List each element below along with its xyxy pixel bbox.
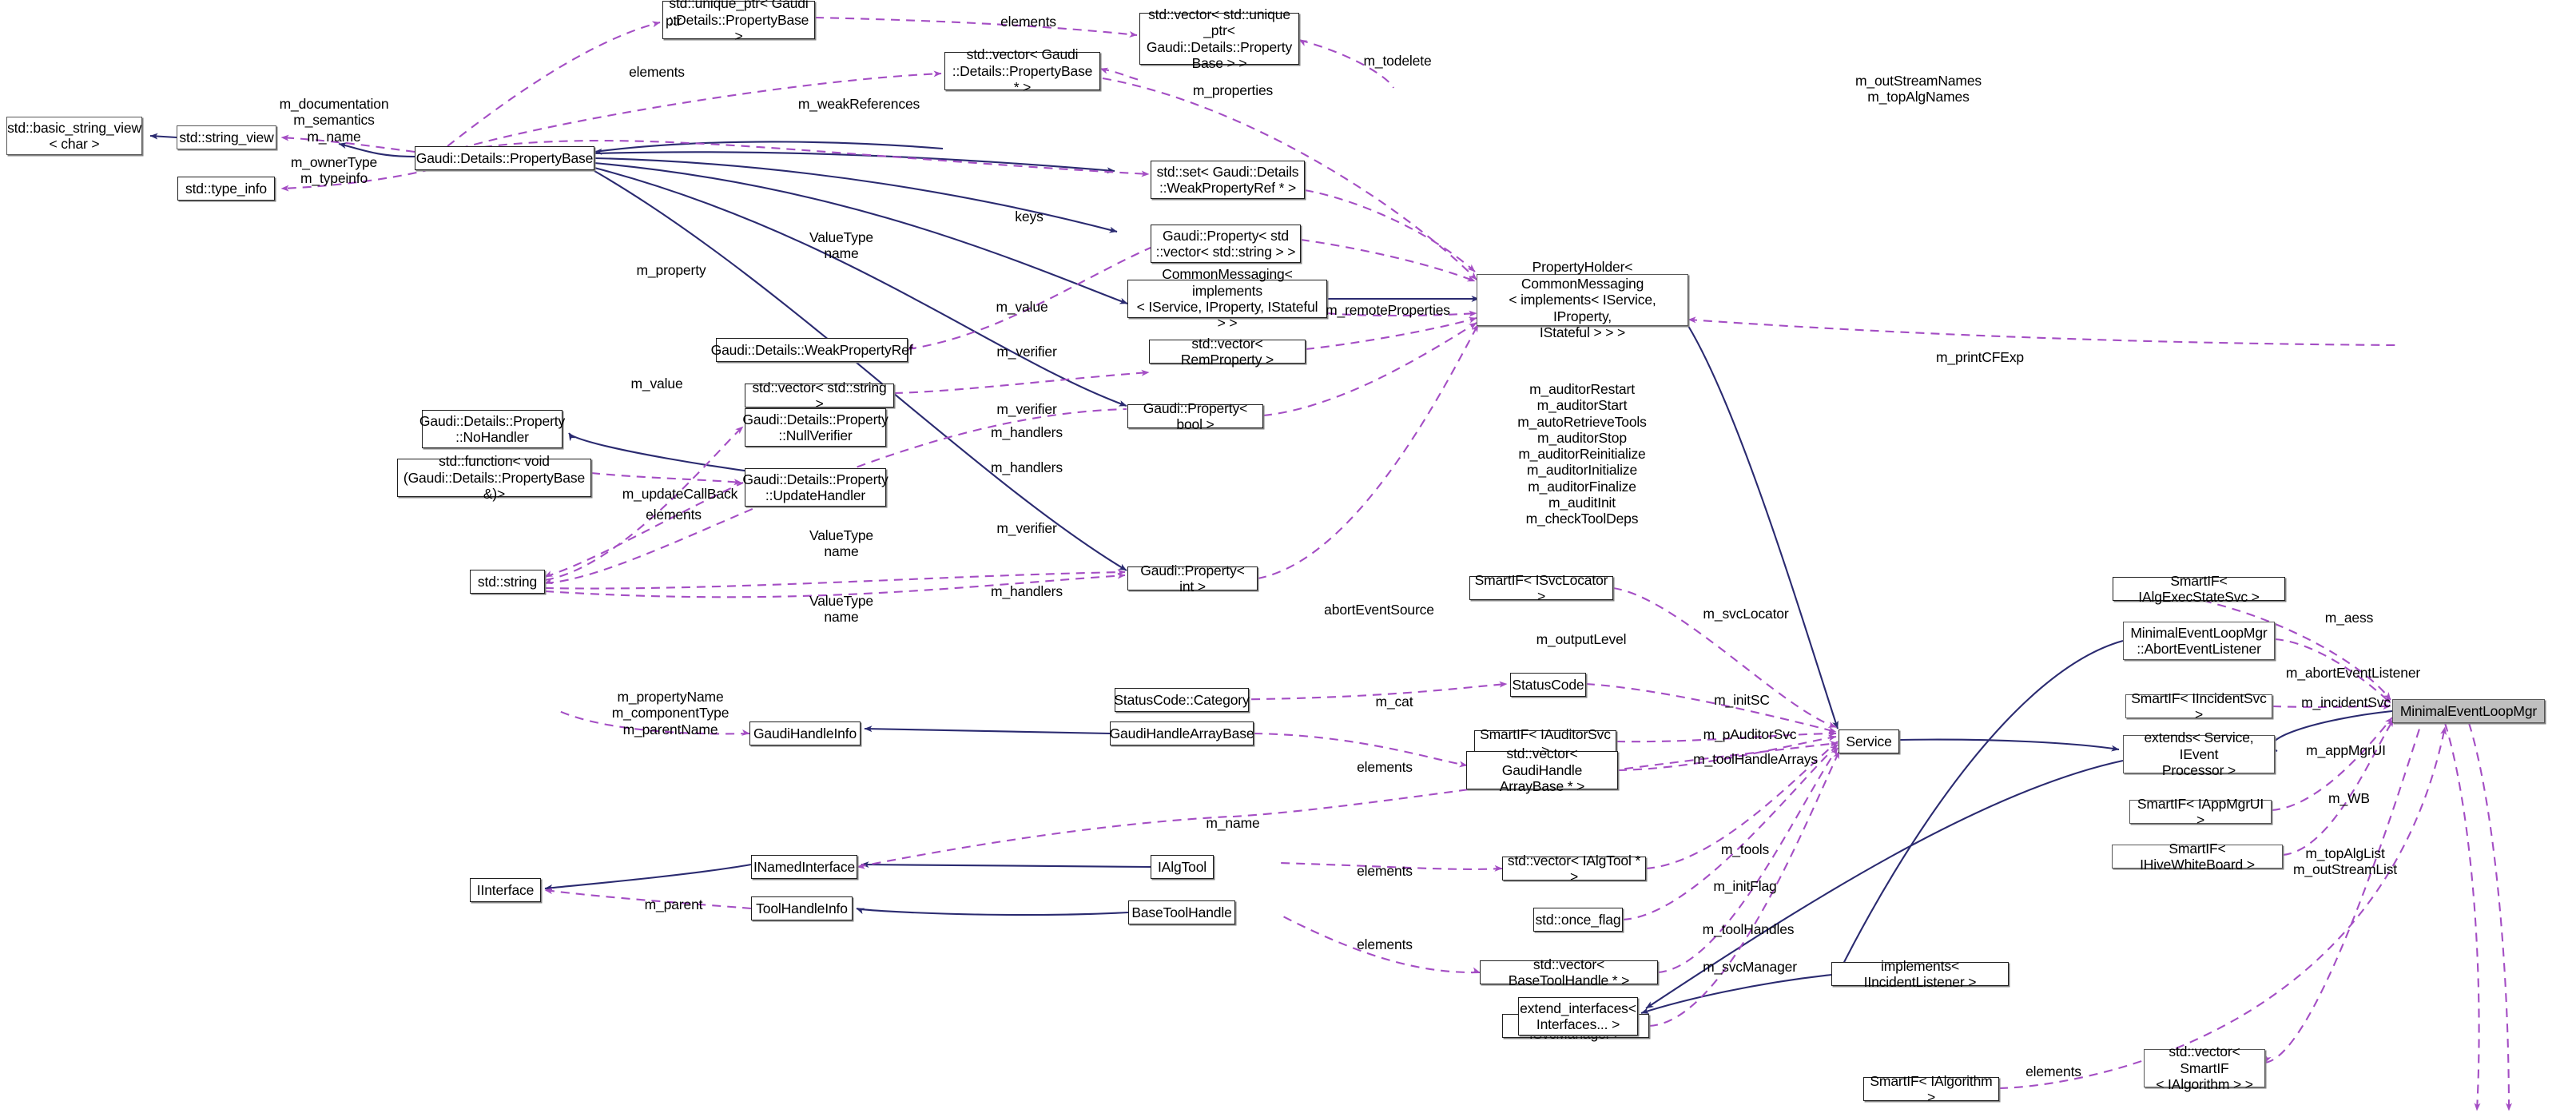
edge-label-l_abortlistener: m_abortEventListener xyxy=(2285,665,2421,681)
edge-label-l_valuetype2: ValueType name xyxy=(809,527,874,560)
class-node-smartif_ialgorithm[interactable]: SmartIF< IAlgorithm > xyxy=(1863,1073,1999,1105)
class-node-vector_smartif_ialg[interactable]: std::vector< SmartIF < IAlgorithm > > xyxy=(2144,1043,2265,1092)
class-node-vector_gaudihandle[interactable]: std::vector< GaudiHandle ArrayBase * > xyxy=(1466,745,1618,794)
class-node-propertyholder[interactable]: PropertyHolder< CommonMessaging < implem… xyxy=(1477,259,1688,340)
edge-label-l_toolhandlearrays: m_toolHandleArrays xyxy=(1693,751,1818,767)
class-node-vector_pb_ptr[interactable]: std::vector< Gaudi ::Details::PropertyBa… xyxy=(944,46,1100,95)
class-node-toolhandleinfo[interactable]: ToolHandleInfo xyxy=(751,896,853,920)
class-node-vector_basetoolhandle[interactable]: std::vector< BaseToolHandle * > xyxy=(1480,956,1658,988)
edge-label-l_propertyname: m_propertyName m_componentType m_parentN… xyxy=(611,689,729,737)
class-node-once_flag[interactable]: std::once_flag xyxy=(1533,908,1623,932)
usage-edges xyxy=(280,16,2512,1111)
class-node-statuscode[interactable]: StatusCode xyxy=(1510,673,1586,697)
edge-label-l_handlers2: m_handlers xyxy=(991,459,1063,475)
class-node-service[interactable]: Service xyxy=(1839,729,1899,753)
edge-label-l_toolhandles: m_toolHandles xyxy=(1702,921,1795,937)
edge-label-l_abortsource: abortEventSource xyxy=(1324,602,1434,618)
class-node-property_vec_string[interactable]: Gaudi::Property< std ::vector< std::stri… xyxy=(1151,225,1301,263)
edge-label-l_elements5: elements xyxy=(1357,863,1413,879)
class-node-smartif_isvclocator[interactable]: SmartIF< ISvcLocator > xyxy=(1469,572,1613,604)
edge-label-l_value1: m_value xyxy=(996,299,1048,315)
class-node-statuscode_category[interactable]: StatusCode::Category xyxy=(1114,688,1250,712)
edge-label-l_outputlevel: m_outputLevel xyxy=(1536,631,1627,647)
edge-label-l_cat: m_cat xyxy=(1375,694,1413,710)
edge-label-l_tools: m_tools xyxy=(1720,841,1770,857)
class-node-basetoolhandle[interactable]: BaseToolHandle xyxy=(1128,900,1235,924)
class-node-implements_iincident[interactable]: implements< IIncidentListener > xyxy=(1831,958,2009,990)
class-node-std_string[interactable]: std::string xyxy=(470,570,545,594)
class-node-gaudihandlearraybase[interactable]: GaudiHandleArrayBase xyxy=(1110,721,1254,745)
class-node-smartif_iappmgrui[interactable]: SmartIF< IAppMgrUI > xyxy=(2129,796,2272,828)
class-node-nohandler[interactable]: Gaudi::Details::Property ::NoHandler xyxy=(419,410,565,448)
edge-label-l_outstreamnames: m_outStreamNames m_topAlgNames xyxy=(1854,73,1982,105)
edge-label-l_initflag: m_initFlag xyxy=(1713,878,1777,894)
edge-label-l_elements2: elements xyxy=(629,64,685,80)
edge-label-l_initsc: m_initSC xyxy=(1714,692,1770,708)
edge-label-l_property: m_property xyxy=(636,262,706,278)
class-node-minimaleventloopmgr[interactable]: MinimalEventLoopMgr xyxy=(2392,699,2545,723)
edge-label-l_verifier3: m_verifier xyxy=(996,520,1057,536)
edge-label-l_todelete: m_todelete xyxy=(1363,53,1432,69)
edge-label-l_pauditorsvc: m_pAuditorSvc xyxy=(1703,726,1797,742)
class-node-smartif_ihivewb[interactable]: SmartIF< IHiveWhiteBoard > xyxy=(2112,841,2283,873)
edge-label-l_verifier1: m_verifier xyxy=(996,344,1057,360)
class-node-set_weakref[interactable]: std::set< Gaudi::Details ::WeakPropertyR… xyxy=(1151,161,1305,199)
class-node-type_info[interactable]: std::type_info xyxy=(177,177,275,201)
class-node-iinterface[interactable]: IInterface xyxy=(470,878,541,902)
edge-label-l_svclocator: m_svcLocator xyxy=(1703,606,1789,622)
edge-label-l_wb: m_WB xyxy=(2328,790,2370,806)
class-node-updatehandler[interactable]: Gaudi::Details::Property ::UpdateHandler xyxy=(742,468,888,507)
edge-label-l_keys: keys xyxy=(1015,209,1044,225)
edge-label-l_appmgrui: m_appMgrUI xyxy=(2306,742,2386,758)
edge-label-l_name: m_name xyxy=(1206,815,1260,831)
class-node-vector_ialgtool[interactable]: std::vector< IAlgTool * > xyxy=(1502,853,1646,884)
class-node-gaudihandleinfo[interactable]: GaudiHandleInfo xyxy=(749,721,861,745)
edge-label-l_elements_top: elements xyxy=(1000,14,1056,30)
class-node-weakpropertyref[interactable]: Gaudi::Details::WeakPropertyRef xyxy=(711,338,913,362)
class-node-inamedinterface[interactable]: INamedInterface xyxy=(751,855,857,879)
edge-label-l_svcmanager: m_svcManager xyxy=(1703,959,1797,975)
edge-label-l_valuetype3: ValueType name xyxy=(809,593,874,626)
class-node-abortlistener[interactable]: MinimalEventLoopMgr ::AbortEventListener xyxy=(2123,622,2275,660)
edge-label-l_incidentsvc: m_incidentSvc xyxy=(2301,694,2391,710)
class-node-property_bool[interactable]: Gaudi::Property< bool > xyxy=(1127,400,1263,432)
edge-label-l_remoteproperties: m_remoteProperties xyxy=(1326,302,1450,318)
class-node-extends_service[interactable]: extends< Service, IEvent Processor > xyxy=(2123,729,2275,778)
edge-label-l_parent: m_parent xyxy=(644,896,703,912)
class-node-nullverifier[interactable]: Gaudi::Details::Property ::NullVerifier xyxy=(742,408,888,447)
class-node-vector_string[interactable]: std::vector< std::string > xyxy=(745,380,894,411)
class-node-extend_interfaces[interactable]: extend_interfaces< Interfaces... > xyxy=(1518,997,1638,1036)
edge-label-l_updatecallback: m_updateCallBack xyxy=(622,486,738,502)
class-node-basic_string_view[interactable]: std::basic_string_view < char > xyxy=(6,117,142,155)
edge-label-l_auditorlist: m_auditorRestart m_auditorStart m_autoRe… xyxy=(1517,381,1647,527)
edge-label-l_weakreferences: m_weakReferences xyxy=(797,96,920,112)
edge-label-l_printcfexp: m_printCFExp xyxy=(1935,349,2025,365)
class-node-ialgtool[interactable]: IAlgTool xyxy=(1151,855,1214,879)
edge-label-l_verifier2: m_verifier xyxy=(996,401,1057,417)
edge-label-l_aess: m_aess xyxy=(2324,610,2374,626)
class-node-smartif_ialgexecstate[interactable]: SmartIF< IAlgExecStateSvc > xyxy=(2113,573,2285,605)
edge-label-l_value2: m_value xyxy=(630,376,683,392)
edge-label-l_handlers3: m_handlers xyxy=(991,583,1063,599)
edge-label-l_handlers1: m_handlers xyxy=(991,424,1063,440)
class-node-propertybase[interactable]: Gaudi::Details::PropertyBase xyxy=(415,146,594,170)
edge-label-l_elements4: elements xyxy=(1357,759,1413,775)
edge-label-l_topalglist: m_topAlgList m_outStreamList xyxy=(2292,845,2398,878)
edge-label-l_valuetype1: ValueType name xyxy=(809,229,874,262)
class-node-commonmessaging[interactable]: CommonMessaging< implements < IService, … xyxy=(1127,266,1327,331)
edge-label-l_elements7: elements xyxy=(2025,1063,2081,1079)
class-node-vector_remproperty[interactable]: std::vector< RemProperty > xyxy=(1149,336,1306,368)
edge-label-l_elements3: elements xyxy=(646,507,702,523)
class-node-std_function[interactable]: std::function< void (Gaudi::Details::Pro… xyxy=(397,453,591,502)
class-node-string_view[interactable]: std::string_view xyxy=(177,125,276,149)
edge-label-l_documentation: m_documentation m_semantics m_name xyxy=(279,96,389,145)
edge-label-l_ownertype: m_ownerType m_typeinfo xyxy=(290,154,378,187)
edge-label-l_elements6: elements xyxy=(1357,936,1413,952)
class-node-smartif_iincidentsvc[interactable]: SmartIF< IIncidentSvc > xyxy=(2125,690,2272,722)
class-node-property_int[interactable]: Gaudi::Property< int > xyxy=(1127,562,1258,594)
class-node-vector_unique_pb[interactable]: std::vector< std::unique _ptr< Gaudi::De… xyxy=(1139,6,1299,71)
class-node-unique_ptr_pb[interactable]: std::unique_ptr< Gaudi ::Details::Proper… xyxy=(662,0,815,44)
edge-label-l_properties: m_properties xyxy=(1192,82,1274,98)
